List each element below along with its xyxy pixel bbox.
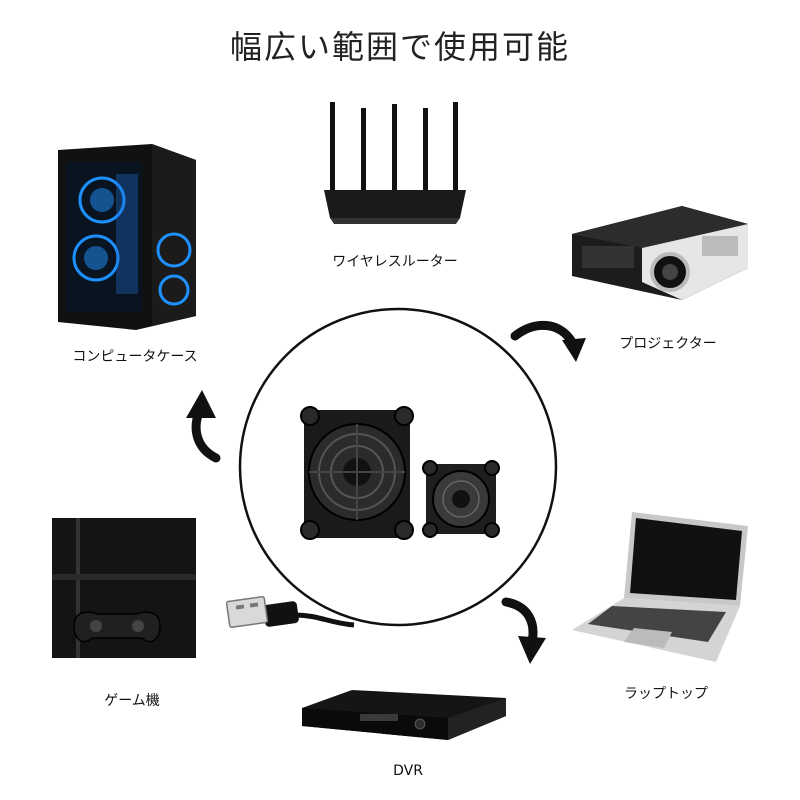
router-label: ワイヤレスルーター xyxy=(332,254,458,270)
router-icon xyxy=(324,102,466,224)
small-fan-icon xyxy=(422,460,500,538)
pc-case-label: コンピュータケース xyxy=(72,349,198,365)
laptop-label: ラップトップ xyxy=(624,686,708,702)
usb-cable-icon xyxy=(225,595,355,629)
large-fan-icon xyxy=(300,406,414,540)
projector-icon xyxy=(572,206,748,300)
pc-case-icon xyxy=(58,144,196,330)
projector-label: プロジェクター xyxy=(619,336,717,352)
dvr-label: DVR xyxy=(393,763,423,779)
dvr-icon xyxy=(302,690,506,740)
game-console-label: ゲーム機 xyxy=(104,693,160,709)
laptop-icon xyxy=(572,512,748,662)
arrow-icon-bottom-right xyxy=(501,597,546,664)
page-title: 幅広い範囲で使用可能 xyxy=(229,28,570,66)
arrow-icon-left xyxy=(186,390,221,463)
arrow-icon-top-right xyxy=(510,320,586,362)
game-console-icon xyxy=(52,518,196,658)
